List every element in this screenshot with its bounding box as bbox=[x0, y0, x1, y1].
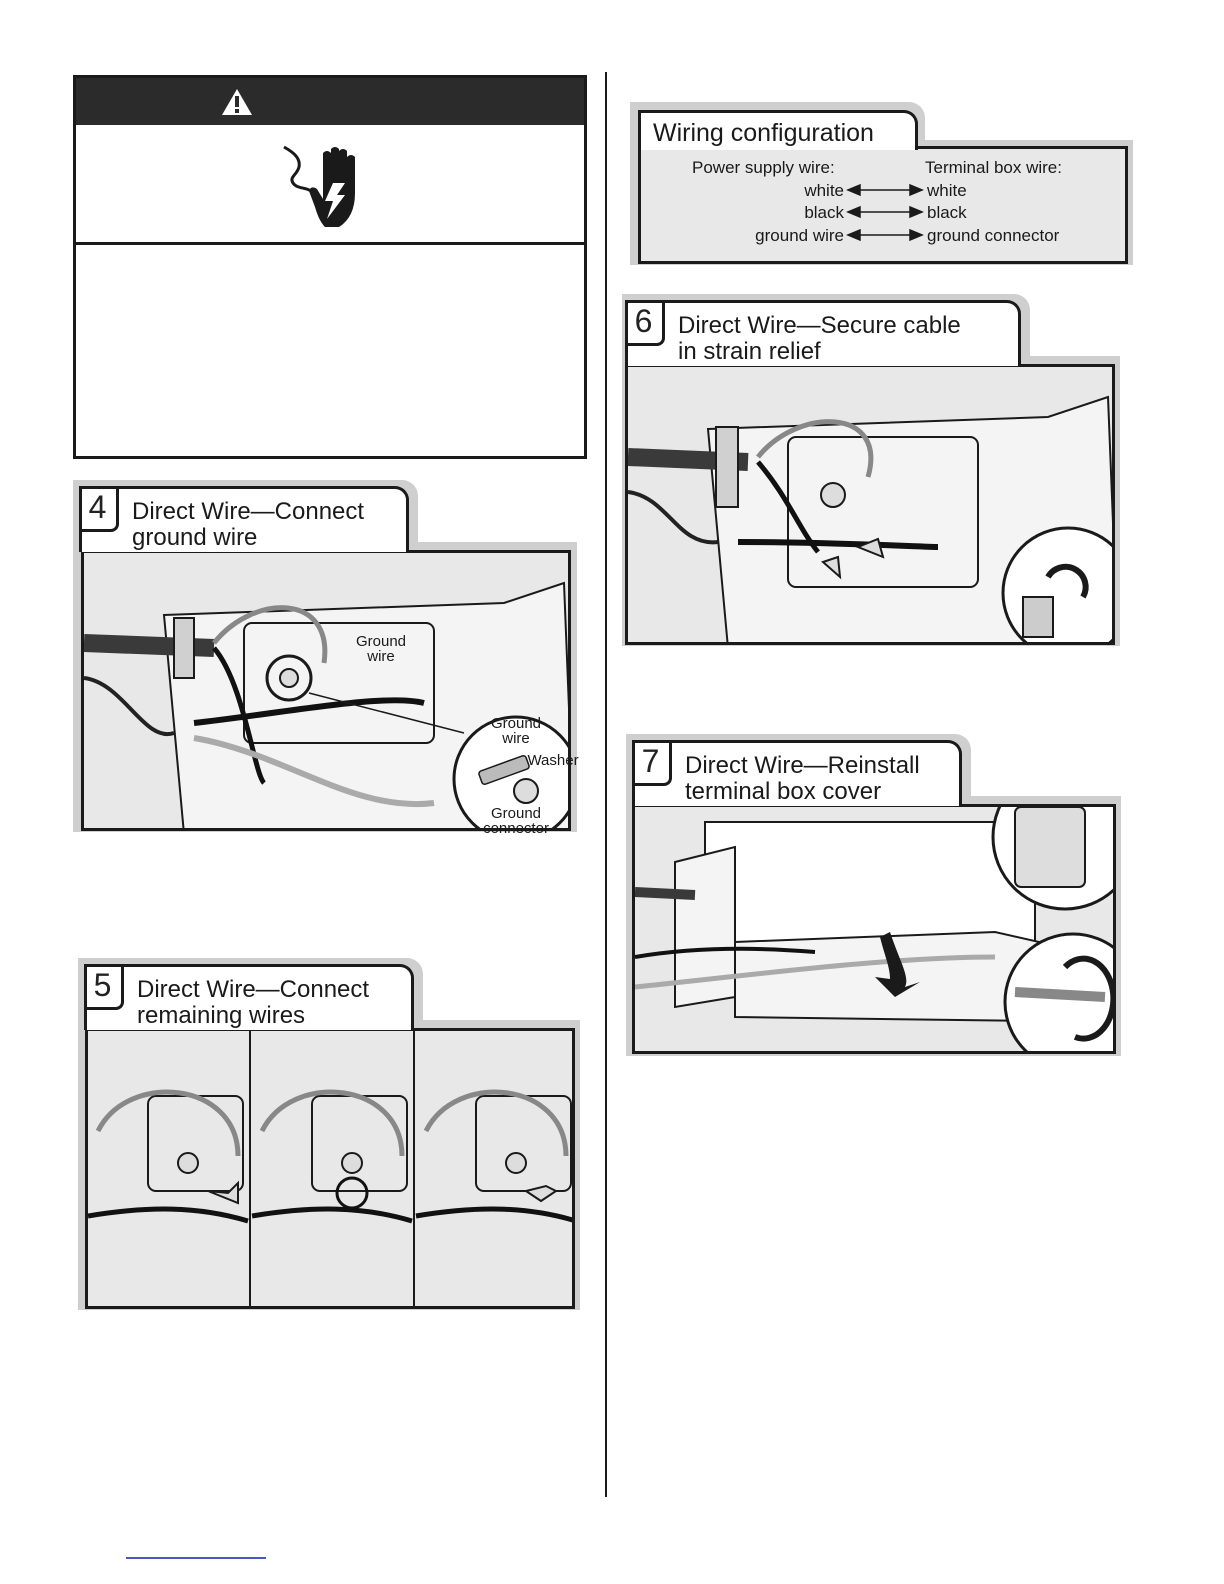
wiring-title: Wiring configuration bbox=[653, 119, 874, 147]
power-wire-ground: ground wire bbox=[755, 226, 844, 245]
step-number: 6 bbox=[625, 300, 665, 346]
warning-triangle-icon bbox=[222, 89, 252, 115]
step-7-panel: 7 Direct Wire—Reinstall terminal box cov… bbox=[626, 734, 1141, 1059]
step-7-illustration bbox=[635, 807, 1113, 1051]
power-supply-header: Power supply wire: bbox=[692, 158, 835, 177]
step-title-line2: terminal box cover bbox=[685, 778, 882, 805]
step-number: 5 bbox=[84, 964, 124, 1010]
step-title-line1: Direct Wire—Reinstall bbox=[685, 752, 920, 779]
inset-ground-wire-callout: Ground wire bbox=[490, 715, 542, 747]
step-6-illustration bbox=[628, 395, 1112, 642]
step-number: 4 bbox=[79, 486, 119, 532]
column-divider bbox=[605, 72, 607, 1497]
step-title-line1: Direct Wire—Connect bbox=[137, 976, 370, 1003]
step-5-panel: 5 Direct Wire—Connect remaining wires bbox=[78, 958, 583, 1313]
terminal-box-header: Terminal box wire: bbox=[925, 158, 1062, 177]
step-title-line2: in strain relief bbox=[678, 338, 821, 365]
power-wire-black: black bbox=[804, 203, 844, 222]
power-wire-white: white bbox=[804, 181, 844, 200]
terminal-wire-black: black bbox=[927, 203, 967, 222]
warning-box bbox=[73, 75, 587, 459]
terminal-wire-white: white bbox=[927, 181, 967, 200]
ground-connector-callout: Ground connector bbox=[483, 805, 549, 837]
wiring-configuration-panel: Wiring configuration Power supply wire: … bbox=[630, 102, 1135, 267]
footer-rule bbox=[126, 1557, 266, 1559]
terminal-ground-connector: ground connector bbox=[927, 226, 1060, 245]
step-5-illustration bbox=[88, 1031, 572, 1306]
ground-wire-callout: Ground wire bbox=[355, 633, 407, 665]
warning-header-bar bbox=[76, 78, 584, 125]
step-title-line2: ground wire bbox=[132, 524, 258, 551]
step-6-panel: 6 Direct Wire—Secure cable in strain rel… bbox=[622, 294, 1142, 666]
step-title-line1: Direct Wire—Connect bbox=[132, 498, 365, 525]
step-title-line2: remaining wires bbox=[137, 1002, 306, 1029]
washer-callout: Washer bbox=[527, 752, 579, 769]
warning-symbol-area bbox=[76, 125, 584, 245]
step-number: 7 bbox=[632, 740, 672, 786]
electrical-shock-hand-icon bbox=[283, 145, 355, 227]
step-title-line1: Direct Wire—Secure cable bbox=[678, 312, 961, 339]
step-4-panel: 4 Direct Wire—Connect ground wire Ground… bbox=[73, 480, 583, 850]
step-4-illustration bbox=[84, 581, 568, 828]
